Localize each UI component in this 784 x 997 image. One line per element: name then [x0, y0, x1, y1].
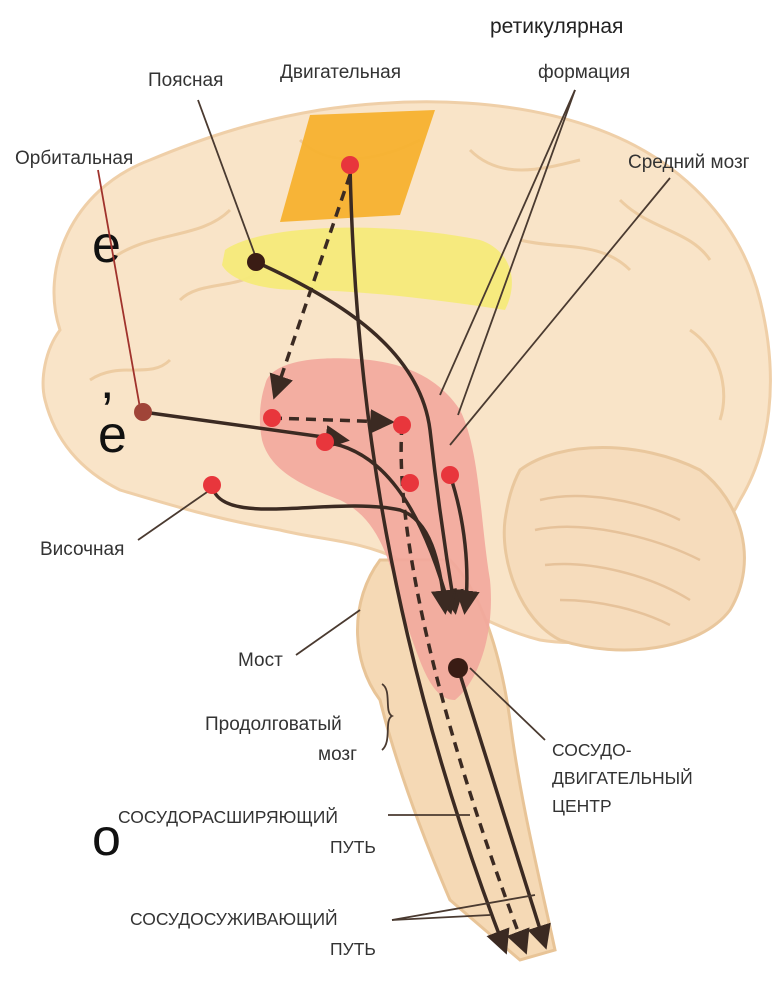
temporal-node [203, 476, 221, 494]
label-midbrain: Средний мозг [628, 152, 750, 173]
slide-text-fragment: , [100, 352, 114, 410]
label-dilator-2: ПУТЬ [330, 837, 376, 857]
label-temporal: Височная [40, 539, 124, 560]
label-motor: Двигательная [280, 62, 401, 83]
limbic-node-4 [401, 474, 419, 492]
label-medulla-1: Продолговатый [205, 714, 342, 735]
label-vasomotor-2: ДВИГАТЕЛЬНЫЙ [552, 767, 693, 788]
cerebellum [504, 448, 744, 651]
limbic-node-2 [316, 433, 334, 451]
label-medulla-2: мозг [318, 744, 357, 765]
label-vasomotor-1: СОСУДО- [552, 740, 632, 760]
label-constrictor-1: СОСУДОСУЖИВАЮЩИЙ [130, 908, 338, 929]
label-cingulate: Поясная [148, 70, 223, 91]
slide-text-fragment: о [92, 809, 121, 867]
slide-text-fragment: е [92, 216, 121, 274]
slide-text-fragment: е [98, 406, 127, 464]
motor-node [341, 156, 359, 174]
limbic-node-1 [263, 409, 281, 427]
vasomotor-center-node [448, 658, 468, 678]
pons-leader [296, 610, 360, 655]
label-dilator-1: СОСУДОРАСШИРЯЮЩИЙ [118, 806, 338, 827]
limbic-node-3 [393, 416, 411, 434]
orbital-node [134, 403, 152, 421]
label-formation: формация [538, 62, 630, 83]
cingulate-node [247, 253, 265, 271]
label-reticular: ретикулярная [490, 15, 623, 38]
midbrain-node [441, 466, 459, 484]
label-constrictor-2: ПУТЬ [330, 939, 376, 959]
label-orbital: Орбитальная [15, 148, 133, 169]
label-pons: Мост [238, 650, 283, 671]
label-vasomotor-3: ЦЕНТР [552, 796, 612, 816]
